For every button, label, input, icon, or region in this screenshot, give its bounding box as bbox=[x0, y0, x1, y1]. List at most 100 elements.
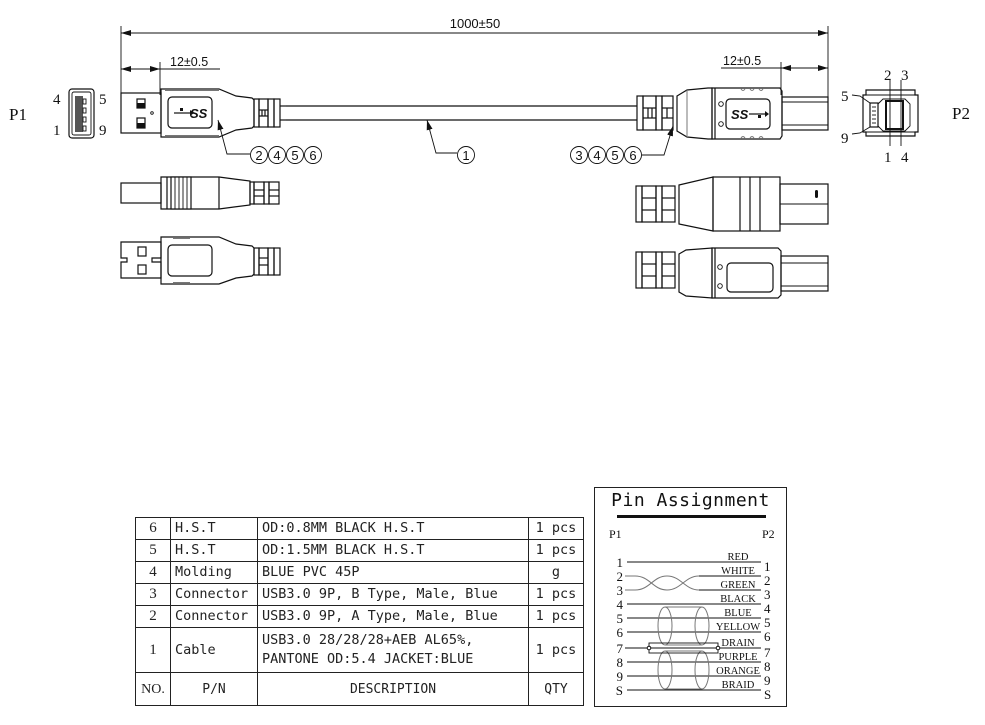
callout-circle bbox=[588, 146, 606, 164]
p1-pin-number: 4 bbox=[617, 597, 624, 612]
p2-pin-number: 7 bbox=[764, 645, 771, 660]
bom-description: OD:0.8MM BLACK H.S.T bbox=[257, 517, 529, 540]
bom-item-number: 4 bbox=[135, 561, 171, 584]
p2-face-view: P2 5 9 2 3 1 4 bbox=[841, 68, 970, 166]
usb-b-connector-side bbox=[635, 176, 829, 232]
callout-circle bbox=[250, 146, 268, 164]
callout-number: 3 bbox=[575, 148, 582, 163]
usb-a-connector-side bbox=[120, 176, 280, 210]
usb-b-connector-bottom bbox=[635, 247, 829, 299]
p2-pin-3: 3 bbox=[901, 68, 909, 84]
callout-number: 4 bbox=[593, 148, 600, 163]
bom-description: USB3.0 9P, B Type, Male, Blue bbox=[257, 583, 529, 606]
callout-number: 6 bbox=[629, 148, 636, 163]
bom-header-description: DESCRIPTION bbox=[257, 672, 529, 706]
wire-color-label: BLACK bbox=[720, 594, 756, 605]
bom-part-name: Connector bbox=[170, 605, 258, 628]
p1-pin-number: 7 bbox=[617, 641, 624, 656]
bom-item-number: 1 bbox=[135, 627, 171, 673]
p2-pin-1: 1 bbox=[884, 150, 892, 166]
bom-quantity: 1 pcs bbox=[528, 517, 584, 540]
pin-row: 2 2 WHITE bbox=[617, 566, 771, 588]
p1-pin-number: S bbox=[616, 683, 623, 698]
title-underline bbox=[617, 515, 766, 518]
callout-circle bbox=[304, 146, 322, 164]
bom-quantity: 1 pcs bbox=[528, 539, 584, 562]
pin-row: 4 4 BLACK bbox=[617, 594, 772, 616]
usb-ss-logo-icon: SS bbox=[174, 106, 208, 121]
wire-color-label: BRAID bbox=[722, 680, 755, 691]
p2-pin-number: 5 bbox=[764, 615, 771, 630]
drain-node-left bbox=[646, 645, 652, 651]
cable-body bbox=[286, 105, 637, 121]
bom-part-name: Connector bbox=[170, 583, 258, 606]
p1-label: P1 bbox=[9, 105, 27, 124]
wire-color-label: ORANGE bbox=[716, 666, 760, 677]
p1-pin-number: 3 bbox=[617, 583, 624, 598]
pin-row: 9 9 ORANGE bbox=[617, 666, 771, 688]
p2-pin-number: 1 bbox=[764, 559, 771, 574]
callout-number: 1 bbox=[462, 148, 469, 163]
usb-ss-logo-icon-right: SS bbox=[731, 107, 769, 122]
bom-description-line: USB3.0 28/28/28+AEB AL65%, bbox=[262, 632, 474, 648]
wire-color-label: DRAIN bbox=[721, 638, 755, 649]
cable-drawing: 1000±50 12±0.5 12±0.5 P1 4 5 1 9 bbox=[9, 16, 970, 299]
wire-color-label: WHITE bbox=[721, 566, 755, 577]
p2-pin-number: 9 bbox=[764, 673, 771, 688]
bom-description-line: PANTONE OD:5.4 JACKET:BLUE bbox=[262, 651, 474, 667]
right-connector-length-label: 12±0.5 bbox=[723, 54, 761, 68]
p1-pin-1: 1 bbox=[53, 123, 61, 139]
p1-pin-number: 9 bbox=[617, 669, 624, 684]
p2-pin-number: 8 bbox=[764, 659, 771, 674]
pin-row: S S BRAID bbox=[616, 680, 771, 702]
p2-pin-9: 9 bbox=[841, 131, 849, 147]
p2-pin-number: S bbox=[764, 687, 771, 702]
pin-assignment-title: Pin Assignment bbox=[611, 490, 770, 511]
shield-pair-5-6 bbox=[657, 606, 710, 646]
drain-node-right bbox=[715, 645, 721, 651]
twisted-pair-white bbox=[625, 575, 700, 591]
bom-quantity: g bbox=[528, 561, 584, 584]
twisted-pair-green bbox=[625, 575, 700, 591]
strain-relief-left bbox=[253, 98, 286, 128]
bom-description: BLUE PVC 45P bbox=[257, 561, 529, 584]
bom-quantity: 1 pcs bbox=[528, 605, 584, 628]
shield-pair-8-9 bbox=[657, 650, 710, 690]
usb-b-connector-top: SS bbox=[636, 87, 829, 140]
callout-number: 2 bbox=[255, 148, 262, 163]
wire-color-label: BLUE bbox=[724, 608, 751, 619]
usb-a-connector-bottom bbox=[120, 236, 281, 285]
p2-pin-5: 5 bbox=[841, 89, 849, 105]
p2-pin-number: 3 bbox=[764, 587, 771, 602]
usb-a-connector-top: SS bbox=[120, 88, 286, 138]
p1-face-view: P1 4 5 1 9 bbox=[9, 88, 107, 139]
bom-part-name: H.S.T bbox=[170, 539, 258, 562]
p2-pin-4: 4 bbox=[901, 150, 909, 166]
p1-pin-number: 1 bbox=[617, 555, 624, 570]
p1-pin-9: 9 bbox=[99, 123, 107, 139]
overall-length-dimension: 1000±50 bbox=[120, 16, 829, 100]
callout-cable: 1 bbox=[426, 119, 475, 164]
right-connector-dimension: 12±0.5 bbox=[721, 54, 828, 95]
bom-quantity: 1 pcs bbox=[528, 583, 584, 606]
wire-color-label: PURPLE bbox=[718, 652, 757, 663]
strain-relief-right bbox=[636, 95, 674, 131]
p2-pin-number: 2 bbox=[764, 573, 771, 588]
p2-pin-2: 2 bbox=[884, 68, 892, 84]
callout-number: 6 bbox=[309, 148, 316, 163]
p2-pin-number: 4 bbox=[764, 601, 771, 616]
callout-number: 5 bbox=[291, 148, 298, 163]
bom-header-pn: P/N bbox=[170, 672, 258, 706]
p1-pin-number: 2 bbox=[617, 569, 624, 584]
